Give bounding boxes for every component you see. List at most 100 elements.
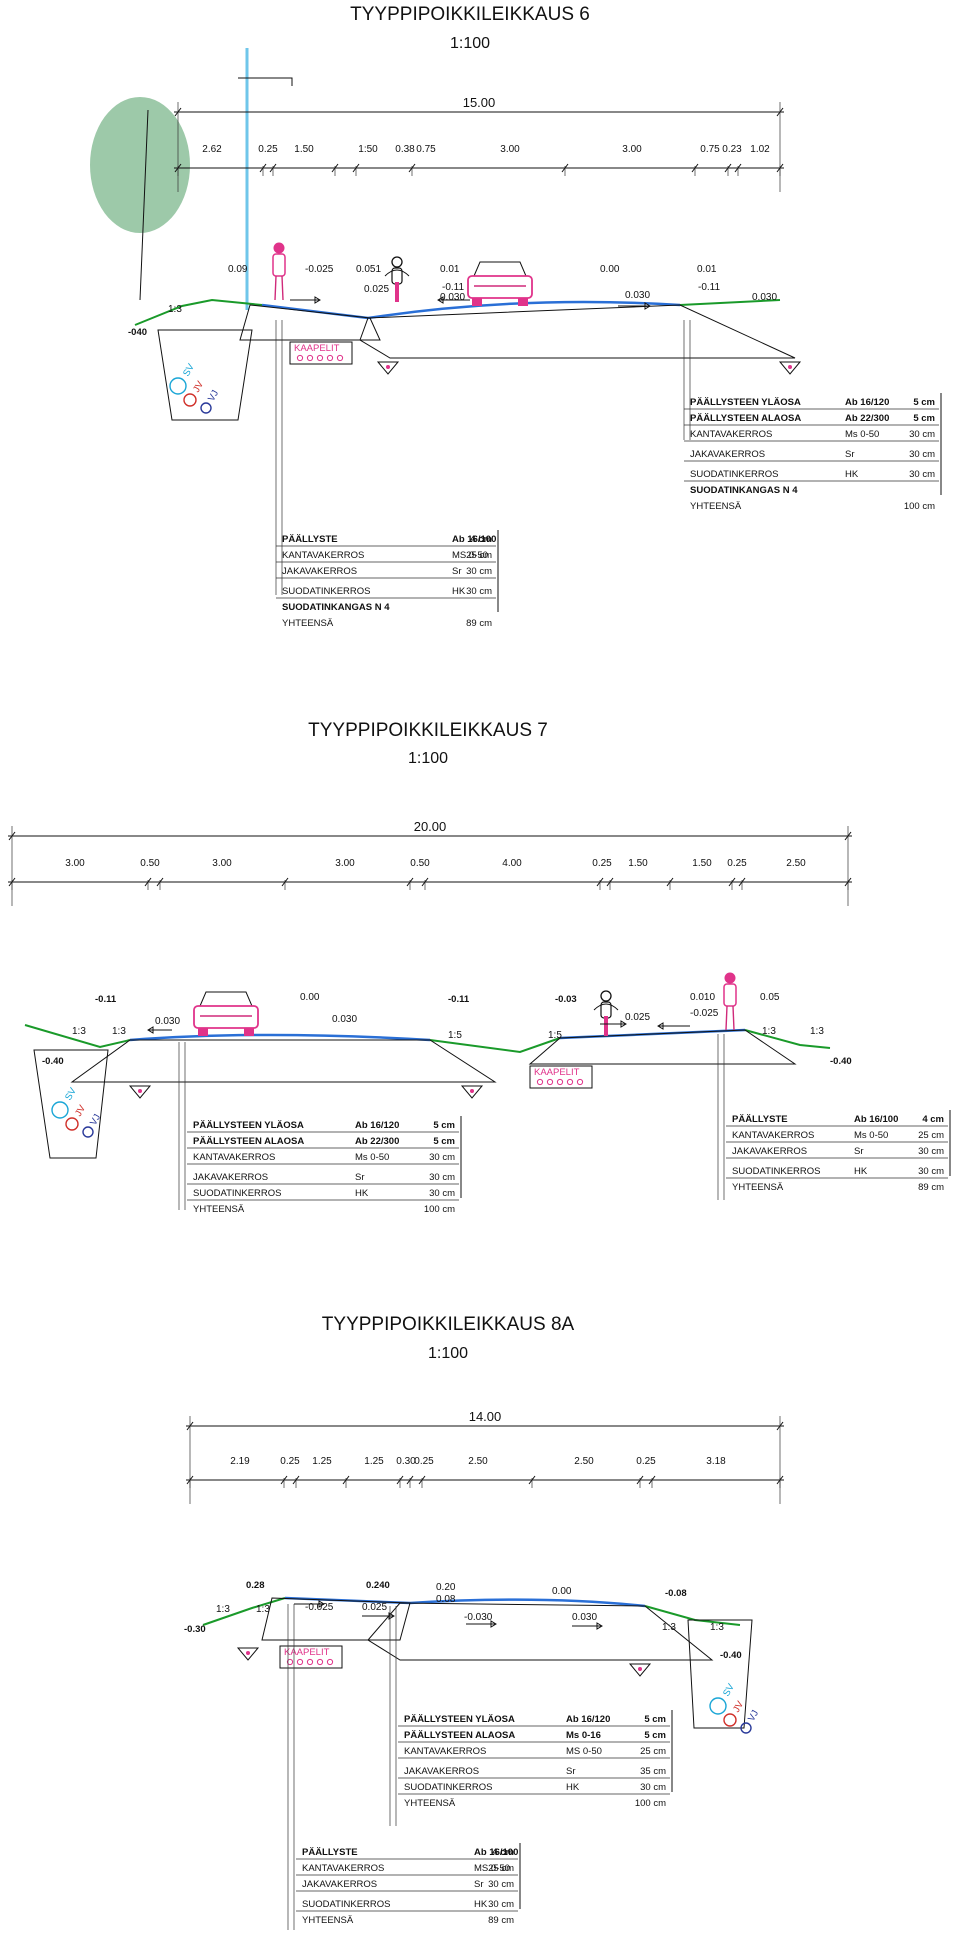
layer-name: KANTAVAKERROS	[193, 1152, 275, 1163]
car-icon	[193, 991, 259, 1036]
jv-pipe-icon	[65, 1117, 79, 1131]
section-title: TYYPPIPOIKKILEIKKAUS 7	[308, 720, 548, 741]
layer-material: Ab 22/300	[845, 413, 889, 424]
layer-thickness: 30 cm	[429, 1152, 455, 1163]
slope-label: -0.40	[720, 1650, 742, 1661]
segment-dimension: 1.50	[628, 858, 648, 869]
car-roof	[473, 261, 527, 277]
layer-thickness: 25 cm	[918, 1130, 944, 1141]
vj-pipe-icon	[82, 1126, 94, 1138]
cables-label: KAAPELIT	[284, 1647, 330, 1658]
ground-line	[644, 1605, 741, 1626]
cable-icon	[546, 1078, 554, 1086]
ditch	[33, 1049, 109, 1159]
layer-thickness: 5 cm	[433, 1120, 455, 1131]
layer-thickness: 5 cm	[913, 413, 935, 424]
segment-dimension: 1.02	[750, 144, 770, 155]
head	[273, 242, 285, 254]
slope-label: 0.05	[760, 992, 780, 1003]
car-icon	[467, 261, 533, 306]
cable-icon	[556, 1078, 564, 1086]
slope-label: 0.20	[436, 1582, 456, 1593]
segment-dimension: 2.50	[786, 858, 806, 869]
drain-footing	[236, 1647, 260, 1661]
carriageway-surface	[409, 1598, 646, 1608]
slope-label: 0.030	[752, 292, 777, 303]
layer-thickness: 30 cm	[488, 1899, 514, 1910]
tree-crown	[90, 97, 190, 233]
slope-label: 1:5	[548, 1030, 562, 1041]
pipe-label: JV	[73, 1103, 88, 1119]
arrow-head	[388, 1612, 395, 1620]
cable-icon	[296, 354, 304, 362]
ditch	[687, 1619, 753, 1729]
slope-label: 0.00	[552, 1586, 572, 1597]
helmet	[600, 990, 612, 1002]
layer-material: Sr	[474, 1879, 484, 1890]
segment-dimension: 3.00	[65, 858, 85, 869]
segment-dimension: 2.50	[574, 1456, 594, 1467]
tree-trunk	[139, 109, 149, 301]
layer-material: HK	[854, 1166, 868, 1177]
layer-thickness: 30 cm	[488, 1879, 514, 1890]
layer-name: JAKAVAKERROS	[302, 1879, 377, 1890]
cable-icon	[316, 354, 324, 362]
leg	[725, 1005, 728, 1031]
footway-layers	[261, 1597, 411, 1641]
helmet	[391, 256, 403, 268]
layer-thickness: 100 cm	[904, 501, 935, 512]
ground-line	[429, 1037, 561, 1054]
street-light-icon	[238, 48, 293, 310]
slope-label: 1:3	[72, 1026, 86, 1037]
layer-name: PÄÄLLYSTEEN ALAOSA	[404, 1730, 515, 1741]
layer-thickness: 30 cm	[918, 1166, 944, 1177]
pipe-label: VJ	[746, 1708, 761, 1723]
layer-material: MS 0-50	[566, 1746, 602, 1757]
layer-material: Ms 0-50	[355, 1152, 389, 1163]
cyclist-icon	[384, 256, 410, 302]
arrow-head	[644, 302, 651, 310]
arms	[384, 269, 410, 277]
slope-label: 0.00	[600, 264, 620, 275]
layer-material: HK	[355, 1188, 369, 1199]
slope-label: -0.40	[42, 1056, 64, 1067]
cables-label: KAAPELIT	[534, 1067, 580, 1078]
cables-label: KAAPELIT	[294, 343, 340, 354]
segment-dimension: 1.25	[312, 1456, 332, 1467]
layer-material: Ms 0-50	[854, 1130, 888, 1141]
road-layers	[367, 1602, 714, 1661]
layer-thickness: 5 cm	[913, 397, 935, 408]
layer-material: Ab 16/120	[355, 1120, 399, 1131]
light-arm	[238, 77, 293, 86]
slope-label: -040	[128, 327, 147, 338]
drain-footing	[778, 361, 802, 375]
layer-thickness: 30 cm	[909, 469, 935, 480]
car-wheel	[244, 1028, 254, 1036]
layer-material: Sr	[566, 1766, 576, 1777]
segment-dimension: 0.75	[416, 144, 436, 155]
slope-label: 1:3	[662, 1622, 676, 1633]
slope-label: 0.030	[332, 1014, 357, 1025]
layer-name: JAKAVAKERROS	[282, 566, 357, 577]
layer-thickness: 30 cm	[918, 1146, 944, 1157]
segment-dimension: 0.25	[414, 1456, 434, 1467]
slope-label: 0.28	[246, 1580, 265, 1591]
slope-label: 1:5	[448, 1030, 462, 1041]
layer-thickness: 89 cm	[918, 1182, 944, 1193]
drain-icon	[788, 365, 792, 369]
drain-icon	[138, 1089, 142, 1093]
layer-name: PÄÄLLYSTE	[732, 1114, 788, 1125]
carriageway-surface	[129, 1033, 431, 1042]
slope-label: 0.00	[300, 992, 320, 1003]
slope-label: -0.030	[464, 1612, 493, 1623]
pipe-label: SV	[63, 1085, 79, 1102]
layer-name: SUODATINKERROS	[302, 1899, 391, 1910]
road-layers	[70, 1039, 497, 1083]
pedestrian-icon	[272, 242, 286, 301]
section-scale: 1:100	[408, 750, 448, 767]
layer-name: YHTEENSÄ	[404, 1798, 456, 1809]
wheel	[395, 282, 399, 302]
